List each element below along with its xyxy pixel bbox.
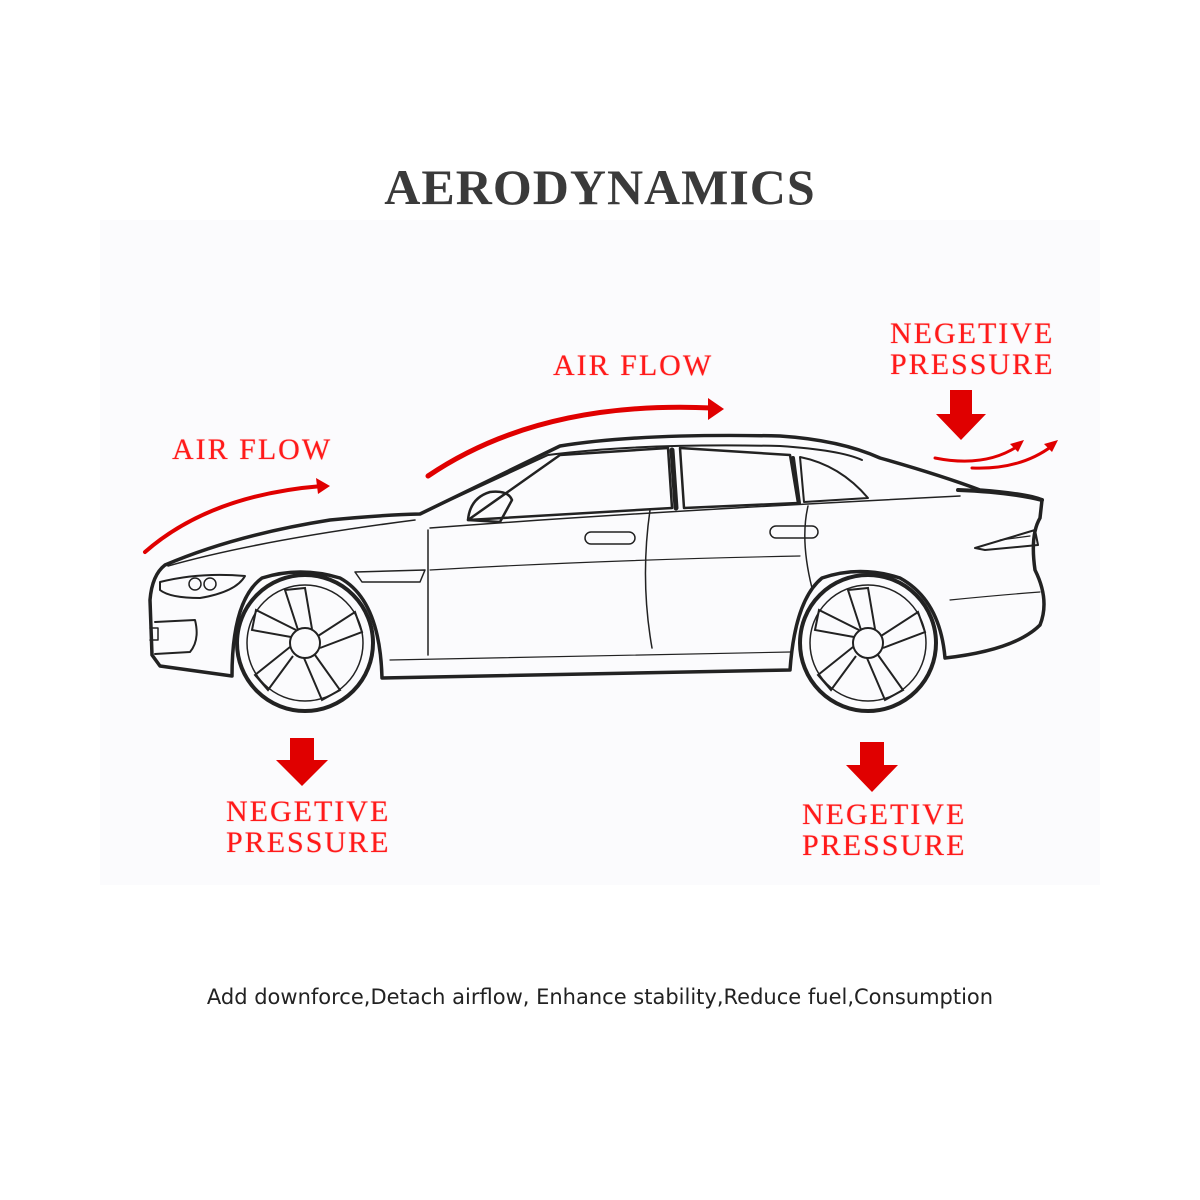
rear-bottom-pressure-label: NEGETIVE PRESSURE (802, 798, 967, 862)
diagram-panel (100, 220, 1100, 885)
page-title: AERODYNAMICS (384, 159, 816, 215)
car-outline (148, 433, 1046, 680)
down-arrow-rear-top (936, 390, 986, 440)
down-arrow-rear-bottom (846, 742, 898, 792)
airflow-roof-label: AIR FLOW (553, 349, 714, 382)
benefits-caption: Add downforce,Detach airflow, Enhance st… (206, 985, 994, 1009)
rear-wheel (798, 573, 938, 713)
down-arrow-front-bottom (276, 738, 328, 786)
airflow-roof-arrow (425, 398, 724, 479)
airflow-front-arrow (143, 478, 330, 554)
front-bottom-pressure-label: NEGETIVE PRESSURE (226, 795, 391, 859)
rear-top-pressure-label: NEGETIVE PRESSURE (890, 317, 1055, 381)
airflow-front-label: AIR FLOW (172, 433, 333, 466)
front-wheel (235, 573, 375, 713)
rear-airflow-arrows (933, 440, 1058, 470)
